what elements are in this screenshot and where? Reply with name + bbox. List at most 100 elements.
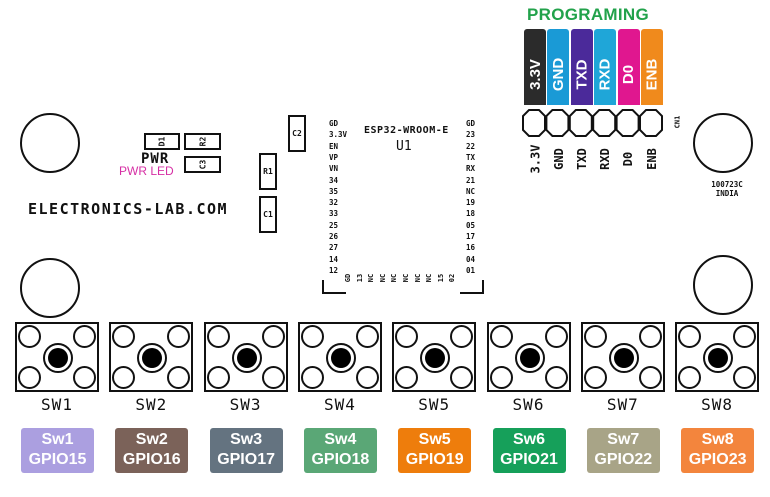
module-pin-left: 14 xyxy=(329,254,339,264)
module-pin-right: 22 xyxy=(466,141,476,151)
module-ref: U1 xyxy=(396,139,412,154)
switch-ring xyxy=(325,343,356,373)
switch-pin-hole xyxy=(733,366,757,389)
switch-sw4[interactable] xyxy=(297,322,382,392)
switch-button-icon xyxy=(613,348,634,368)
module-pin-bottom: 13 xyxy=(355,273,364,283)
component-c1-label: C1 xyxy=(263,210,273,219)
switch-pin-hole xyxy=(206,366,230,389)
module-pin-left: 12 xyxy=(329,265,339,275)
gpio-badge-switch: Sw8 xyxy=(701,431,734,448)
component-c2: C2 xyxy=(288,115,306,152)
programming-pin-rxd-bar: RXD xyxy=(594,29,617,105)
switch-sw5[interactable] xyxy=(392,322,477,392)
switch-ring xyxy=(43,343,73,373)
board-country: INDIA xyxy=(715,189,739,198)
switch-label: SW5 xyxy=(418,395,451,414)
switch-pin-hole xyxy=(261,366,285,389)
switch-pin-hole xyxy=(206,325,230,348)
module-pin-right: 04 xyxy=(466,254,476,264)
module-pin-bottom: NC xyxy=(425,273,434,283)
switch-pin-hole xyxy=(583,325,607,348)
switch-ring xyxy=(608,343,639,373)
module-pin-right: 23 xyxy=(466,130,476,140)
gpio-badge-pin: GPIO21 xyxy=(500,451,558,468)
switch-button-icon xyxy=(425,348,446,368)
component-c1: C1 xyxy=(259,196,277,233)
module-pin-bottom: NC xyxy=(402,273,410,283)
gpio-badge-switch: Sw6 xyxy=(512,431,545,448)
programming-pin-d0-bar: D0 xyxy=(617,29,640,105)
switch-pin-hole xyxy=(355,325,379,348)
gpio-badge-pin: GPIO15 xyxy=(28,451,87,468)
switch-label: SW8 xyxy=(701,395,734,414)
mounting-hole-mid-right xyxy=(693,255,753,315)
header-pin-label-text: GND xyxy=(551,148,566,170)
switch-sw6[interactable] xyxy=(486,322,571,392)
switch-button-icon xyxy=(330,348,351,368)
programming-pin-gnd-bar: GND xyxy=(547,29,570,105)
switch-button-icon xyxy=(708,348,729,368)
header-pin-label-text: ENB xyxy=(645,148,659,170)
switch-ring xyxy=(231,343,262,373)
gpio-badge-switch: Sw5 xyxy=(418,431,451,448)
switch-pin-hole xyxy=(544,366,568,389)
module-pin-left: 33 xyxy=(329,209,339,219)
module-pin-right: 05 xyxy=(466,220,476,230)
component-d1: D1 xyxy=(144,133,180,150)
module-pin-left: 3.3V xyxy=(329,130,348,140)
switch-label: SW7 xyxy=(606,395,639,414)
header-pin-label: ENB xyxy=(641,140,663,180)
switch-sw2[interactable] xyxy=(109,322,194,392)
switch-label: SW6 xyxy=(512,395,545,414)
switch-button-icon xyxy=(236,348,257,368)
header-pin-label: GND xyxy=(547,140,569,180)
module-pin-right: GD xyxy=(466,119,476,128)
component-c3: C3 xyxy=(184,156,221,173)
switch-sw1[interactable] xyxy=(15,322,99,392)
component-d1-label: D1 xyxy=(157,136,167,147)
pwr-led-label: PWR LED xyxy=(119,164,174,178)
switch-label: SW3 xyxy=(229,395,262,414)
module-pin-left: 26 xyxy=(329,232,339,241)
header-pin-label-text: RXD xyxy=(598,148,613,170)
brand-label: ELECTRONICS-LAB.COM xyxy=(28,200,229,218)
gpio-badge-switch: Sw7 xyxy=(607,431,640,448)
gpio-badge-pin: GPIO22 xyxy=(594,451,653,468)
header-pin-label: D0 xyxy=(618,140,640,180)
switch-button-icon xyxy=(142,348,163,368)
module-pin-right: 01 xyxy=(466,265,476,275)
module-pin-right: NC xyxy=(466,186,476,196)
switch-ring xyxy=(137,343,168,373)
switch-button-icon xyxy=(519,348,540,368)
component-r2: R2 xyxy=(184,133,221,150)
module-pin-left: 35 xyxy=(329,186,339,196)
programming-pin-txd-bar: TXD xyxy=(570,29,593,105)
switch-pin-hole xyxy=(167,366,191,389)
board-id: 100723C INDIA xyxy=(696,180,758,198)
header-pin-label-text: D0 xyxy=(621,151,636,167)
module-pin-right: 16 xyxy=(466,243,476,253)
switch-pin-hole xyxy=(167,325,191,348)
switch-sw8[interactable] xyxy=(675,322,760,392)
module-pin-right: RX xyxy=(466,164,476,174)
programming-pin-label: GND xyxy=(549,57,567,92)
module-pin-left: 25 xyxy=(329,220,339,230)
module-pin-left: EN xyxy=(329,141,339,151)
gpio-badge-switch: Sw3 xyxy=(230,431,263,448)
header-pin-pad xyxy=(545,109,570,137)
switch-sw7[interactable] xyxy=(580,322,665,392)
module-pin-left: 32 xyxy=(329,198,339,208)
switch-pin-hole xyxy=(112,325,136,348)
switch-pin-hole xyxy=(733,325,757,348)
component-r1-label: R1 xyxy=(263,167,273,176)
header-pin-label-text: TXD xyxy=(574,148,589,170)
programming-pin-label: TXD xyxy=(573,59,591,90)
switch-pin-hole xyxy=(395,325,419,348)
switch-sw3[interactable] xyxy=(203,322,288,392)
switch-label: SW2 xyxy=(135,395,168,414)
